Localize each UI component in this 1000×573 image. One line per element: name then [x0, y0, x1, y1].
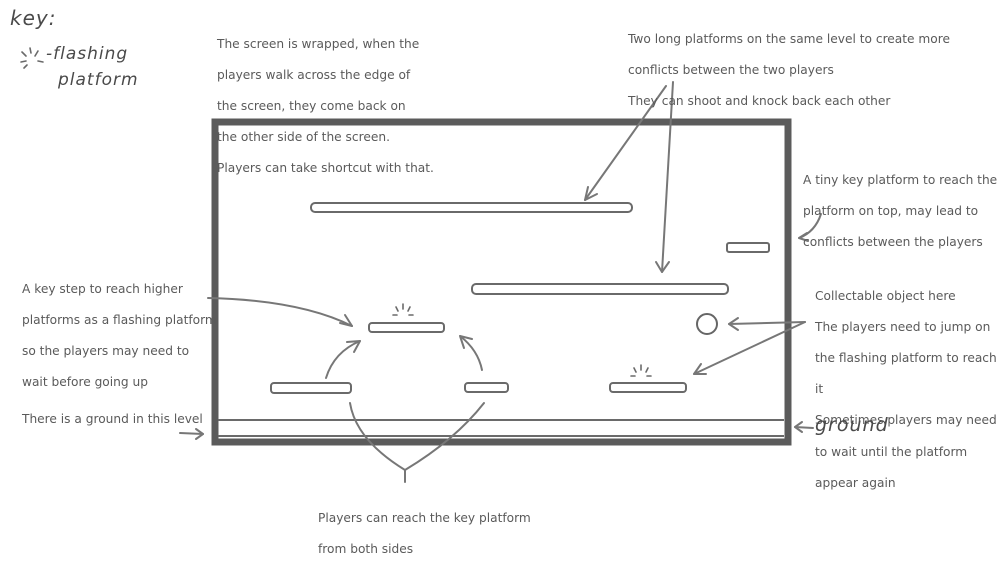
key-title: key:: [10, 6, 57, 30]
flash-marks-right-platform: [630, 364, 652, 377]
key-item-label-line2: platform: [58, 70, 139, 90]
note-wrap: The screen is wrapped, when the players …: [217, 36, 434, 176]
long-platform-upper: [310, 202, 633, 213]
flashing-right-platform: [609, 382, 687, 393]
flash-marks-key-step: [392, 303, 414, 316]
note-collectable: Collectable object here The players need…: [815, 288, 997, 490]
arrow-both-sides: [349, 402, 485, 483]
tiny-key-platform: [726, 242, 770, 253]
collectable-orb: [696, 313, 718, 335]
level-frame: [211, 118, 792, 446]
left-low-platform: [270, 382, 352, 394]
middle-low-platform: [464, 382, 509, 393]
note-tiny-key: A tiny key platform to reach the platfor…: [803, 172, 998, 249]
arrow-collectable: [693, 317, 806, 375]
arrow-tiny-key: [798, 213, 822, 242]
key-item-label-line1: -flashing: [46, 44, 129, 64]
note-both-sides: Players can reach the key platform from …: [318, 510, 531, 556]
arrow-ground-level: [179, 428, 204, 440]
arrow-key-step: [207, 297, 353, 327]
note-long-platforms: Two long platforms on the same level to …: [628, 31, 950, 108]
ground-label: ground: [815, 414, 889, 436]
arrow-jump-left: [325, 340, 361, 379]
note-key-step: A key step to reach higher platforms as …: [22, 281, 217, 390]
arrow-jump-right: [459, 335, 483, 371]
key-flash-icon: [20, 47, 44, 69]
arrow-long-platforms-left: [584, 85, 667, 201]
arrow-ground-label: [794, 421, 814, 433]
long-platform-lower: [471, 283, 729, 295]
arrow-long-platforms-down: [655, 81, 674, 273]
flashing-key-step-platform: [368, 322, 445, 333]
note-ground-level: There is a ground in this level: [22, 412, 203, 426]
